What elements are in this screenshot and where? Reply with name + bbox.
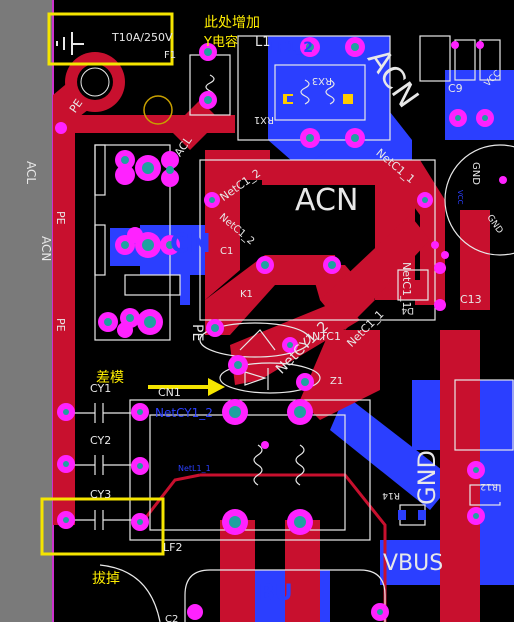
cy2-label: CY2 (90, 434, 111, 447)
annotation-remove: 拔掉 (92, 571, 120, 587)
k1-label: K1 (240, 289, 253, 300)
cy1-label: CY1 (90, 382, 111, 395)
gnd-label: GND (413, 450, 441, 505)
d4-label: D4 (401, 305, 414, 315)
annotation-add-cap-2: Y电容 (203, 34, 238, 50)
pe-side-label: PE (54, 211, 67, 225)
mounting-hole (65, 52, 173, 125)
pads (55, 37, 507, 621)
pe-lower-label: PE (54, 318, 67, 332)
c2-label: C2 (165, 614, 178, 622)
rx3-label: RX3 (312, 75, 332, 86)
user-annotations: 此处增加 Y电容 差模 拔掉 (92, 15, 260, 587)
acl-side-label: ACL (24, 161, 38, 184)
lf1-label: LF1_2 (268, 40, 313, 56)
netcy1-2-label-b: NetCY1_2 (155, 406, 213, 420)
pe-mid-label: PE (189, 324, 205, 341)
annotation-diff-mode: 差模 (96, 370, 124, 386)
acn-side-label: ACN (39, 236, 53, 261)
highlight-box-fuse (47, 12, 174, 66)
r12-label: R12 (480, 481, 498, 491)
netc1-1-label-b: NetC1_1 (400, 262, 413, 309)
k1-trace (205, 255, 335, 335)
fuse-rating-label: T10A/250V (111, 31, 173, 44)
annotation-markup (40, 12, 225, 556)
earth-ground-icon (56, 32, 84, 55)
gnd-small-label: GND (470, 162, 481, 185)
z1-label: Z1 (330, 376, 343, 387)
rx1-label: RX1 (254, 114, 274, 125)
vcc-label-2: VCC (456, 190, 464, 205)
cy3-label: CY3 (90, 488, 111, 501)
right-red-trace (440, 330, 480, 622)
c13-label: C13 (460, 293, 482, 306)
c9-label: C9 (448, 82, 463, 95)
vbus-label: VBUS (383, 551, 443, 576)
l1-label: L1 (255, 35, 271, 50)
acn-label-center: ACN (295, 183, 358, 218)
vbus-diag-trace (330, 395, 455, 510)
arrow-right-icon (208, 378, 225, 396)
lf2-label: LF2 (163, 541, 182, 554)
annotation-add-cap: 此处增加 (204, 15, 260, 31)
r14-label: R14 (382, 490, 400, 500)
pe-top-label: PE (67, 97, 85, 116)
netl1-1-label: NetL1_1 (178, 464, 211, 473)
ntc1-label: NTC1 (312, 330, 341, 343)
bus-label: BU (258, 581, 293, 606)
highlight-box-cy3 (40, 497, 165, 556)
f1-label: F1 (164, 50, 176, 61)
cn-label: CN (170, 229, 211, 259)
c1-label: C1 (220, 246, 233, 257)
cn1-label: CN1 (158, 386, 181, 399)
